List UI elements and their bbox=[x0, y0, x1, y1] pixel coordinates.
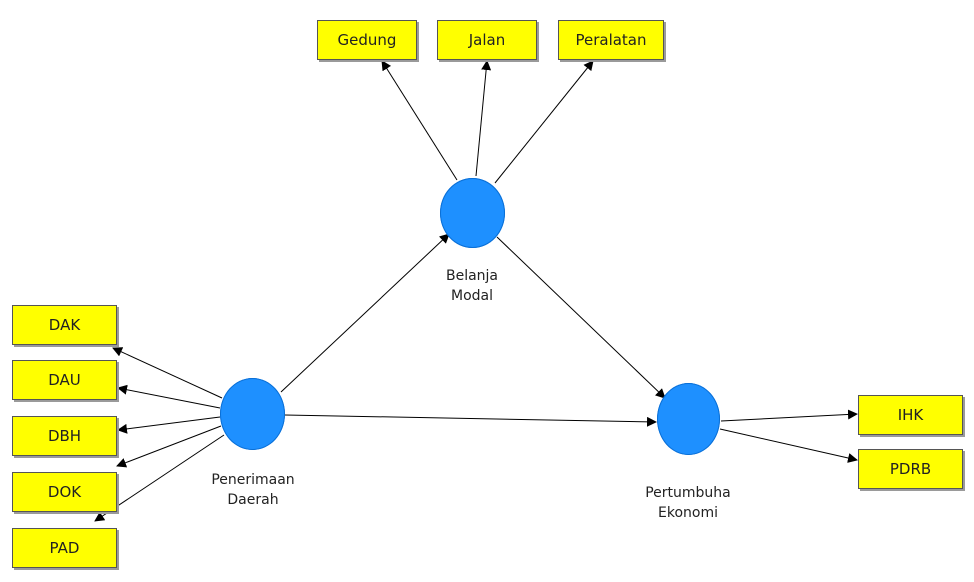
edge-pe-pdrb bbox=[719, 428, 858, 463]
latent-belanja-modal bbox=[440, 178, 505, 248]
indicator-dbh: DBH bbox=[12, 416, 117, 456]
latent-label-line: Pertumbuha bbox=[645, 485, 731, 501]
indicator-dau: DAU bbox=[12, 360, 117, 400]
edge-pd-dak bbox=[112, 347, 223, 399]
edge-pd-bm bbox=[280, 233, 450, 393]
latent-label-line: Ekonomi bbox=[658, 505, 718, 521]
indicator-dok: DOK bbox=[12, 472, 117, 512]
latent-label-line: Penerimaan bbox=[211, 472, 295, 488]
latent-label-pertumbuhan-ekonomi: Pertumbuha Ekonomi bbox=[628, 483, 748, 523]
edge-pe-ihk bbox=[720, 409, 858, 422]
indicator-dak: DAK bbox=[12, 305, 117, 345]
indicator-jalan: Jalan bbox=[437, 20, 537, 60]
edge-bm-pe bbox=[496, 236, 666, 399]
latent-label-line: Daerah bbox=[227, 492, 279, 508]
latent-pertumbuhan-ekonomi bbox=[657, 383, 720, 455]
edge-pd-dbh bbox=[117, 416, 221, 434]
latent-label-line: Belanja bbox=[445, 268, 499, 284]
edge-pd-pe bbox=[284, 414, 657, 427]
indicator-ihk: IHK bbox=[858, 395, 963, 435]
indicator-gedung: Gedung bbox=[317, 20, 417, 60]
latent-label-line: Modal bbox=[451, 288, 493, 304]
edge-bm-jalan bbox=[475, 60, 492, 177]
latent-label-belanja-modal: Belanja Modal bbox=[432, 266, 512, 306]
edge-bm-gedung bbox=[381, 60, 458, 181]
latent-label-penerimaan-daerah: Penerimaan Daerah bbox=[193, 470, 313, 510]
edge-bm-peralatan bbox=[494, 60, 594, 184]
indicator-pad: PAD bbox=[12, 528, 117, 568]
indicator-pdrb: PDRB bbox=[858, 449, 963, 489]
latent-penerimaan-daerah bbox=[220, 378, 285, 450]
indicator-peralatan: Peralatan bbox=[558, 20, 664, 60]
edge-pd-dok bbox=[116, 425, 222, 468]
edge-pd-dau bbox=[117, 384, 221, 409]
